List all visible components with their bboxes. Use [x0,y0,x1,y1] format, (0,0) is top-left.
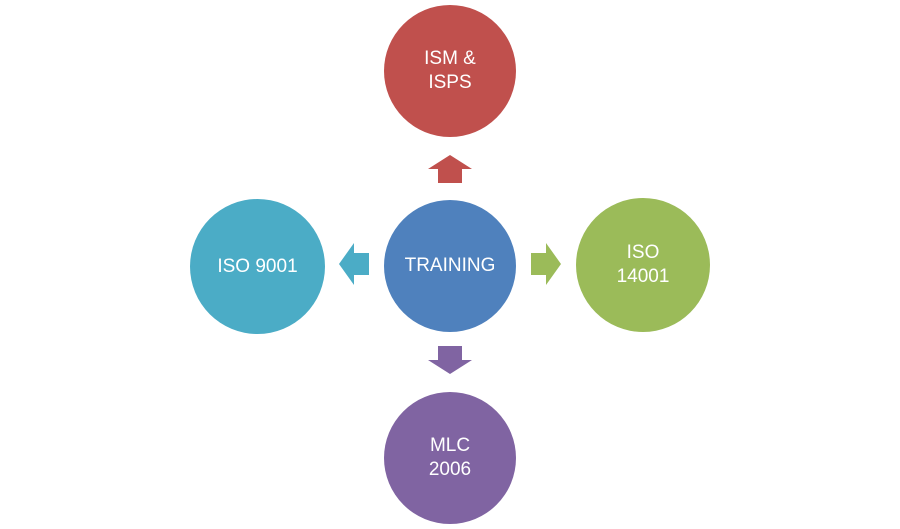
arrow-up-icon [428,155,472,183]
node-iso-9001: ISO 9001 [190,199,325,334]
node-ism-isps-label: ISM & ISPS [424,48,476,93]
node-iso-14001: ISO 14001 [576,198,710,332]
node-training: TRAINING [384,200,516,332]
node-mlc-2006: MLC 2006 [384,392,516,524]
node-iso-9001-label: ISO 9001 [217,255,298,277]
node-ism-isps: ISM & ISPS [384,5,516,137]
arrow-down-icon [428,346,472,374]
arrow-right-icon [531,243,561,285]
arrow-left-icon [339,243,369,285]
node-mlc-2006-label: MLC 2006 [428,435,472,480]
node-iso-14001-label: ISO 14001 [616,242,670,287]
node-training-label: TRAINING [404,255,496,276]
